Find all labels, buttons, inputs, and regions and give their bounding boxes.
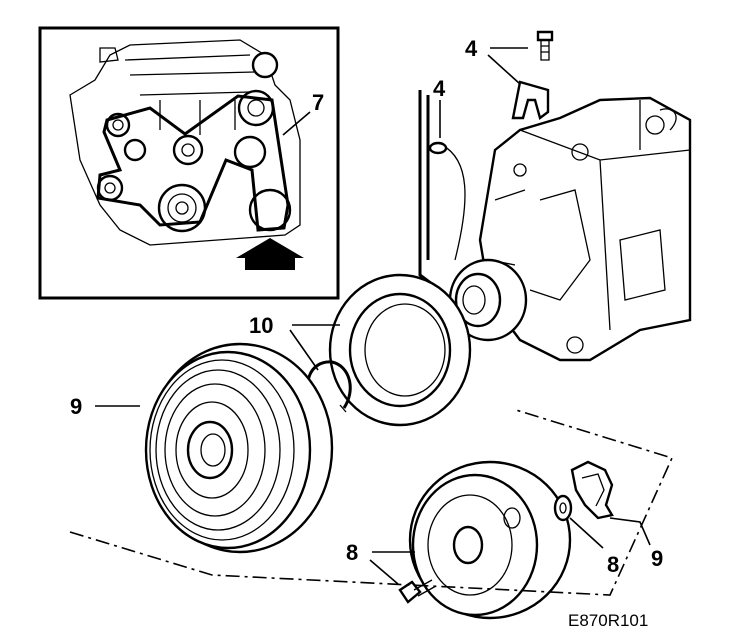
callout-shim: 8	[607, 552, 619, 577]
compressor	[448, 96, 692, 362]
callout-snap-ring: 10	[249, 313, 273, 338]
ground-lead: 4	[418, 76, 466, 292]
callout-bracket-bolt: 4	[465, 36, 478, 61]
bracket-and-bolt: 4	[465, 30, 554, 121]
up-arrow-icon	[236, 238, 304, 270]
exploded-view-grouping	[69, 409, 674, 596]
callout-clutch-plate: 8	[346, 540, 358, 565]
engine-belt-inset: 7	[38, 26, 340, 300]
shim-and-cover: 8 9	[553, 460, 663, 577]
callout-drive-belt: 7	[312, 90, 324, 115]
callout-ground-lead: 4	[433, 76, 446, 101]
pulley-assembly: 9	[70, 342, 334, 554]
clutch-plate: 8	[346, 460, 572, 620]
callout-pulley-assembly: 9	[70, 394, 82, 419]
figure-code: E870R101	[568, 611, 648, 630]
callout-cover-plate: 9	[651, 546, 663, 571]
field-coil	[328, 273, 472, 427]
